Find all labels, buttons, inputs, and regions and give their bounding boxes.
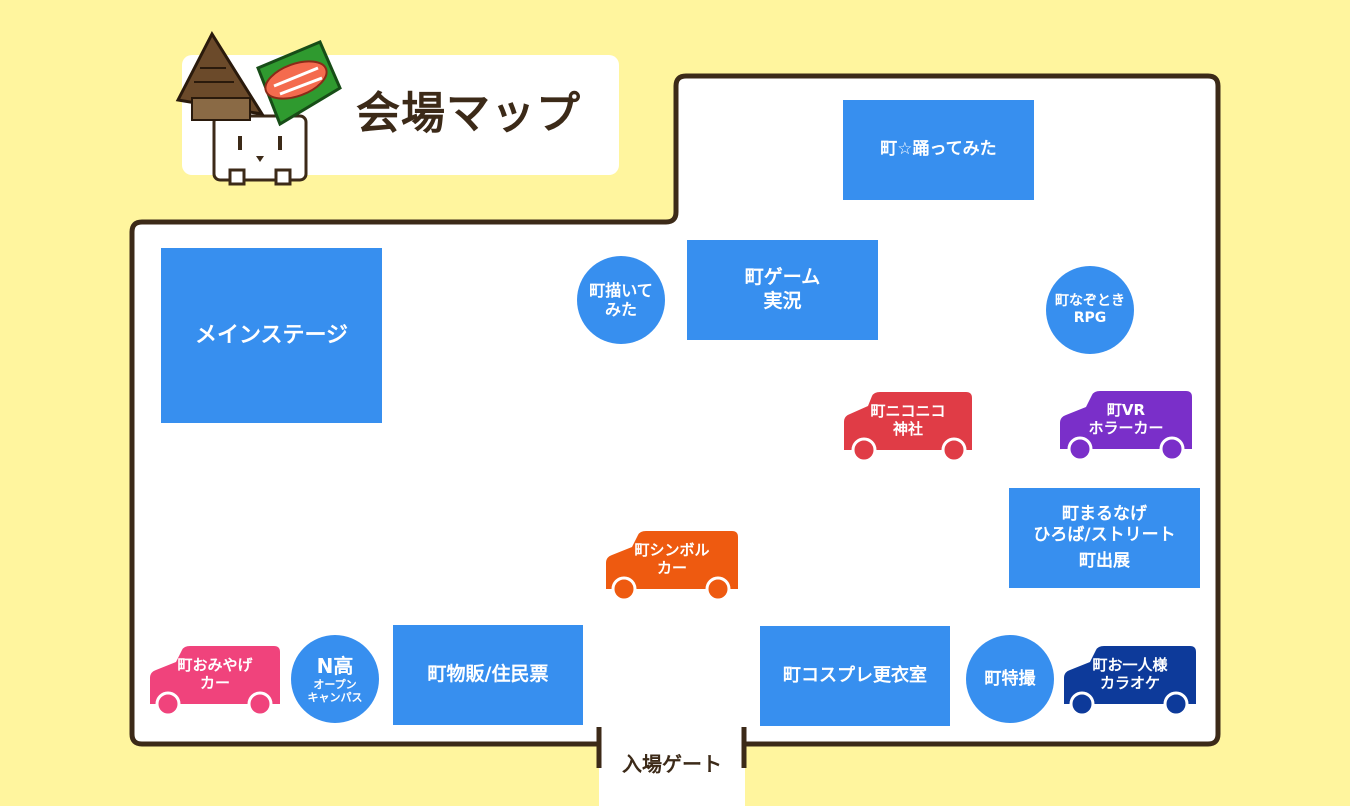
symbol-label-line2: カー	[656, 559, 687, 577]
car-icon	[1060, 391, 1192, 461]
goods-booth[interactable]: 町物販/住民票	[393, 625, 583, 725]
karaoke-label-line1: 町お一人様	[1092, 656, 1168, 674]
nazotoki-label-line2: RPG	[1073, 310, 1107, 326]
n-high-label-line1: N高	[316, 653, 354, 678]
niconico-shrine-car[interactable]: 町ニコニコ 神社	[842, 392, 974, 462]
dance-booth[interactable]: 町☆踊ってみた	[843, 100, 1034, 200]
niconico-label-line1: 町ニコニコ	[870, 402, 946, 420]
karaoke-label-line2: カラオケ	[1099, 674, 1160, 692]
omiyage-label-line2: カー	[199, 674, 230, 692]
marunage-label-line1: 町まるなげ	[1062, 504, 1147, 525]
nazotoki-label-line1: 町なぞとき	[1055, 293, 1125, 310]
tokusatsu-booth[interactable]: 町特撮	[966, 635, 1054, 723]
page-title: 会場マップ	[356, 88, 581, 139]
symbol-label-line1: 町シンボル	[634, 541, 710, 559]
drawing-booth[interactable]: 町描いて みた	[577, 256, 665, 344]
drawing-label-line1: 町描いて	[589, 280, 653, 300]
dance-label: 町☆踊ってみた	[880, 139, 997, 160]
omiyage-label-line1: 町おみやげ	[177, 656, 253, 674]
vr-horror-car[interactable]: 町VR ホラーカー	[1058, 391, 1194, 461]
nazotoki-booth[interactable]: 町なぞとき RPG	[1046, 266, 1134, 354]
goods-label: 町物販/住民票	[427, 663, 549, 686]
vr-label-line1: 町VR	[1106, 401, 1146, 419]
n-high-booth[interactable]: N高 オープン キャンパス	[291, 635, 379, 723]
car-icon	[606, 531, 738, 601]
marunage-label-line2: ひろば/ストリート	[1033, 525, 1176, 546]
main-stage-label: メインステージ	[194, 322, 349, 348]
n-high-label-line3: キャンパス	[307, 691, 363, 704]
game-label-line1: 町ゲーム	[744, 266, 821, 289]
tokusatsu-label: 町特撮	[984, 668, 1036, 689]
solo-karaoke-car[interactable]: 町お一人様 カラオケ	[1062, 646, 1198, 716]
drawing-label-line2: みた	[604, 300, 637, 319]
main-stage-booth[interactable]: メインステージ	[161, 248, 382, 423]
marunage-label-line3: 町出展	[1079, 550, 1130, 571]
cosplay-room-booth[interactable]: 町コスプレ更衣室	[760, 626, 950, 726]
game-streaming-booth[interactable]: 町ゲーム 実況	[687, 240, 878, 340]
car-icon	[1064, 646, 1196, 716]
game-label-line2: 実況	[763, 290, 802, 312]
car-icon	[844, 392, 972, 462]
mascot-house-icon	[170, 28, 350, 192]
n-high-label-line2: オープン	[313, 677, 357, 691]
niconico-label-line2: 神社	[892, 420, 923, 438]
symbol-car[interactable]: 町シンボル カー	[604, 531, 740, 601]
entrance-gate-label: 入場ゲート	[622, 752, 722, 776]
vr-label-line2: ホラーカー	[1088, 419, 1164, 437]
omiyage-car[interactable]: 町おみやげ カー	[148, 646, 282, 716]
cosplay-label: 町コスプレ更衣室	[783, 664, 927, 686]
marunage-booth[interactable]: 町まるなげ ひろば/ストリート 町出展	[1009, 488, 1200, 588]
car-icon	[150, 646, 280, 716]
